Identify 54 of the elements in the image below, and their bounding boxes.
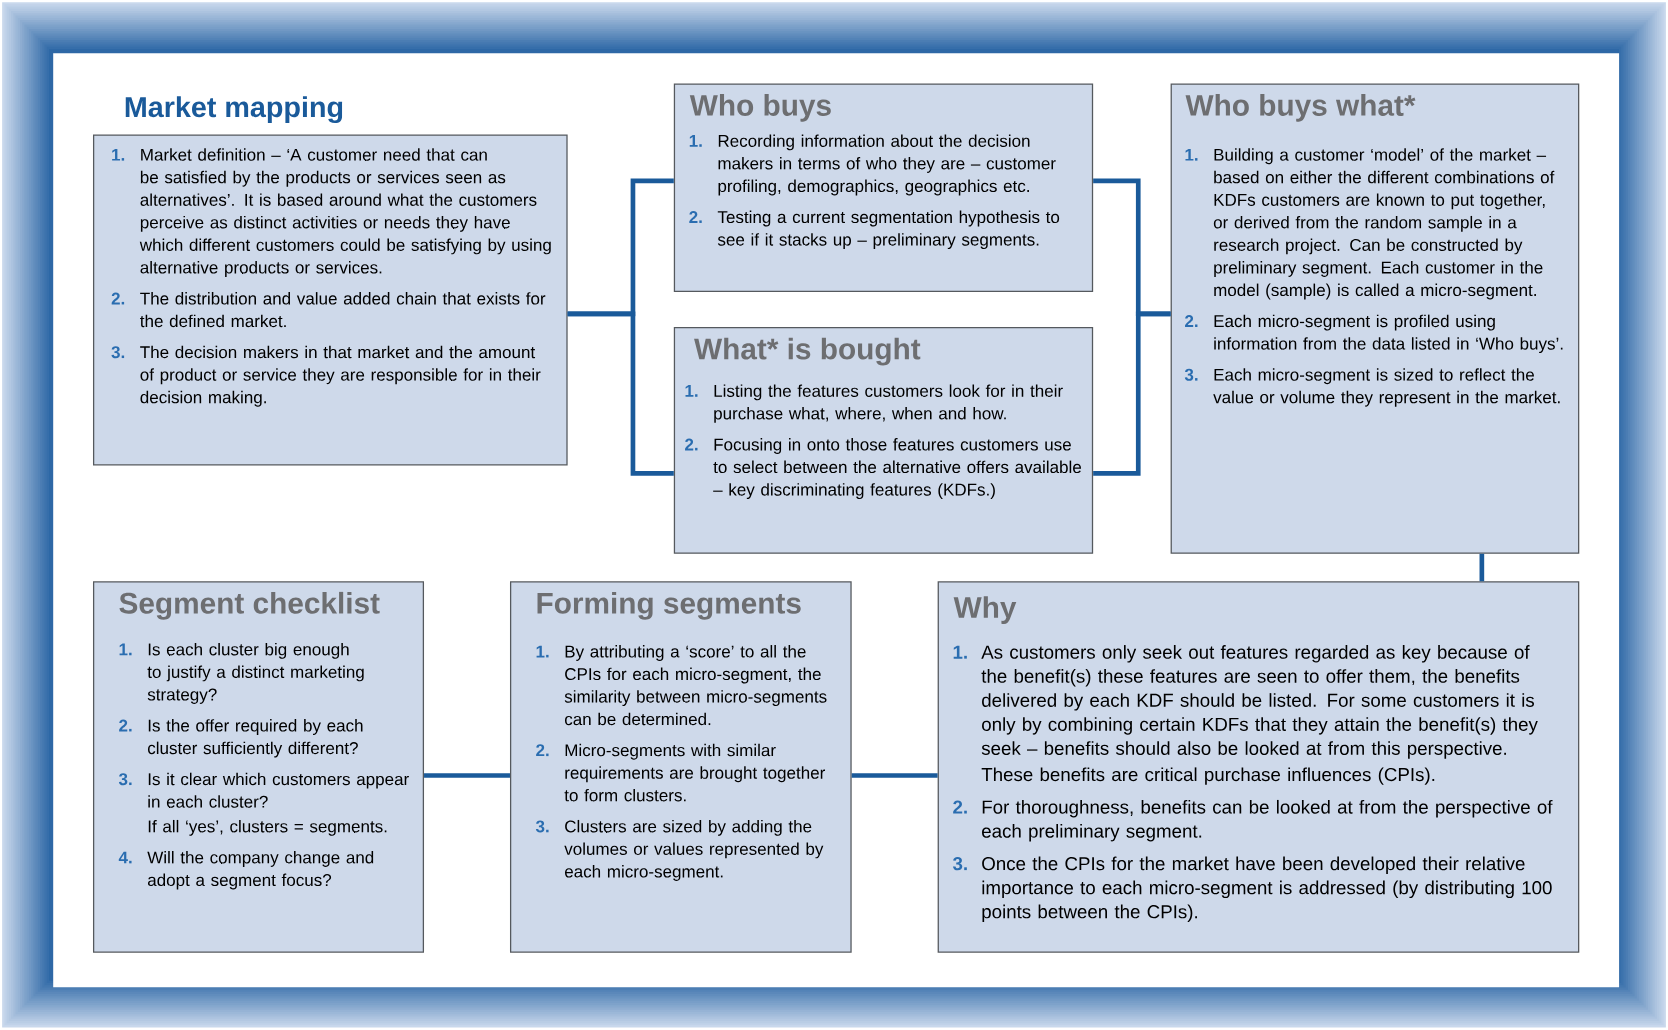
box-heading: Forming segments (537, 592, 801, 620)
list-number: 2. (689, 211, 702, 224)
list-item: Is each cluster big enough to justify a distinct marketing strategy? (147, 643, 364, 705)
list-item: For thoroughness, benefits can be looked at from the perspective of each preliminary segment. (982, 800, 1553, 842)
box-heading: Who buys (689, 94, 831, 122)
list-item: If all ‘yes’, clusters = segments. (148, 820, 387, 836)
list-number: 2. (119, 719, 132, 732)
list-number: 1. (119, 643, 132, 656)
box-heading: Who buys what* (1185, 94, 1416, 122)
list-item: These benefits are critical purchase influences (CPIs). (981, 767, 1435, 785)
list-number: 2. (111, 292, 125, 305)
box-heading: Segment checklist (119, 592, 380, 620)
list-number: 2. (685, 438, 698, 451)
connector-line (1093, 311, 1171, 476)
list-item: Each micro-segment is sized to reflect the value or volume they represent in the market. (1213, 368, 1560, 407)
list-number: 3. (1184, 368, 1198, 381)
list-item: The decision makers in that market and the amount of product or service they are responsible for in their decision making. (140, 345, 541, 407)
list-item: The distribution and value added chain that exists for the defined market. (140, 292, 546, 328)
list-number: 1. (689, 135, 702, 147)
connector-line (1479, 553, 1485, 582)
list-item: Is the offer required by each cluster sufficiently different? (147, 719, 363, 758)
list-number: 2. (1185, 315, 1198, 328)
list-number: 3. (111, 346, 125, 359)
list-item: Is it clear which customers appear in each cluster? (148, 772, 409, 808)
box-heading: What* is bought (694, 337, 921, 366)
list-number: 1. (685, 385, 698, 397)
box-heading: Why (953, 596, 1017, 625)
list-number: 4. (118, 851, 132, 864)
list-number: 3. (535, 820, 549, 833)
list-item: By attributing a ‘score’ to all the CPIs for each micro-segment, the similarity between micro-segments can be determined. (564, 645, 827, 726)
list-item: Micro-segments with similar requirements are brought together to form clusters. (564, 743, 825, 802)
list-item: Once the CPIs for the market have been developed their relative importance to each micro-segment is addressed (by distributing 100 points between the CPIs). (982, 856, 1552, 923)
connector-line (567, 311, 674, 476)
list-item: Testing a current segmentation hypothesis to see if it stacks up – preliminary segments. (717, 210, 1060, 250)
list-number: 1. (1185, 149, 1198, 161)
box-heading: Market mapping (125, 96, 343, 124)
list-number: 3. (118, 773, 132, 786)
list-number: 1. (112, 149, 125, 161)
connector-line (851, 773, 938, 778)
list-number: 3. (952, 857, 967, 871)
list-number: 1. (536, 645, 549, 658)
list-item: Each micro-segment is profiled using information from the data listed in ‘Who buys’. (1214, 314, 1563, 354)
list-number: 2. (536, 744, 549, 757)
list-item: Building a customer ‘model’ of the market – based on either the different combinations of KDFs customers are known to put together, or derived from the random sample in a research project. Can be constructed by preliminary segment. Each customer in the model (sample) is called a micro-segment. (1213, 148, 1555, 300)
list-number: 1. (953, 645, 967, 659)
list-item: Will the company change and adopt a segment focus? (147, 851, 374, 890)
list-item: Listing the features customers look for in their purchase what, where, when and how. (714, 384, 1063, 423)
list-item: As customers only seek out features regarded as key because of the benefit(s) these features are seen to offer them, the benefits delivered by each KDF should be listed. For some customers it is only by combining certain KDFs that they attain the benefit(s) they seek – benefits should also be looked at from this perspective. (981, 645, 1538, 759)
list-number: 2. (953, 800, 967, 814)
list-item: Market definition – ‘A customer need that can be satisfied by the products or services seen as alternatives’. It is based around what the customers perceive as distinct activities or needs they have which different customers could be satisfying by using alternative products or services. (139, 148, 551, 278)
list-item: Clusters are sized by adding the volumes or values represented by each micro-segment. (564, 820, 824, 882)
connector-line (424, 773, 510, 778)
list-item: Recording information about the decision makers in terms of who they are – customer profiling, demographics, geographics etc. (718, 134, 1056, 196)
list-item: Focusing in onto those features customers use to select between the alternative offers available – key discriminating features (KDFs.) (713, 438, 1081, 500)
